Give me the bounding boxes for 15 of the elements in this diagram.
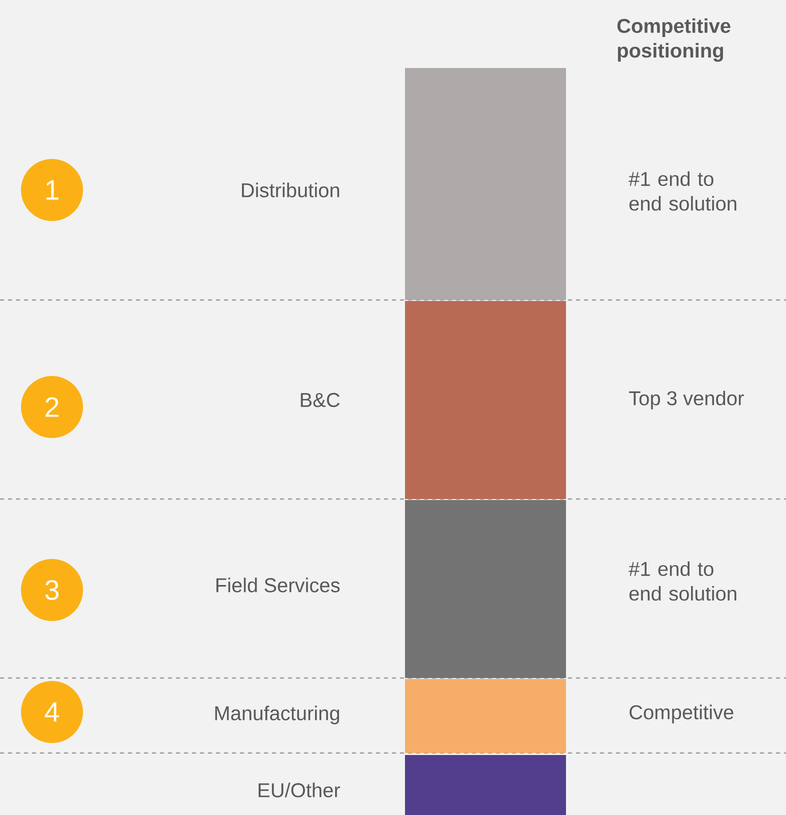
column-header: Competitive positioning bbox=[617, 18, 730, 62]
row-label: Distribution bbox=[242, 182, 340, 198]
bar-segment bbox=[405, 500, 566, 678]
bar-segment bbox=[405, 679, 566, 753]
bar-segment bbox=[405, 755, 566, 815]
row-label: Field Services bbox=[216, 578, 340, 592]
positioning-text: #1 end to end solution bbox=[628, 561, 736, 601]
row-label: EU/Other bbox=[258, 782, 340, 798]
positioning-text: #1 end to end solution bbox=[628, 171, 736, 211]
positioning-text: Competitive bbox=[630, 704, 734, 724]
positioning-text: Top 3 vendor bbox=[629, 390, 744, 410]
bar-segment bbox=[405, 68, 566, 300]
bar-segment bbox=[405, 301, 566, 499]
row-label: Manufacturing bbox=[215, 706, 340, 724]
row-label: B&C bbox=[300, 392, 340, 408]
